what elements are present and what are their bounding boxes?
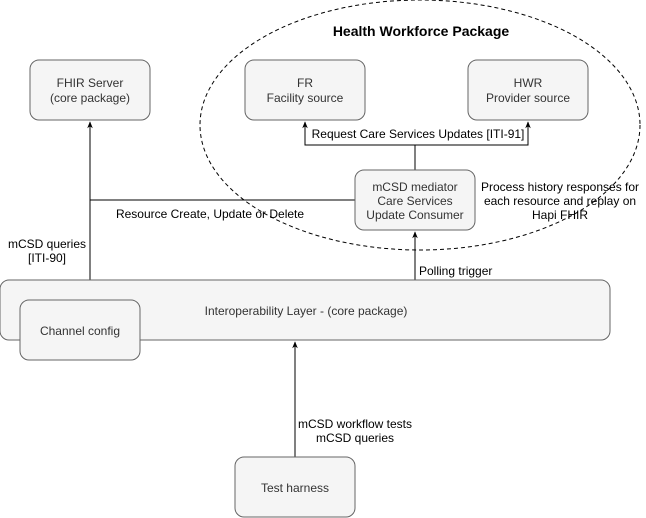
resource-cud-text: Resource Create, Update or Delete [116,207,304,221]
workflow-tests-line1: mCSD workflow tests [298,417,412,431]
process-history-line2: each resource and replay on [484,194,636,208]
edge-label-polling-trigger: Polling trigger [419,264,492,278]
channel-config-label: Channel config [40,324,120,338]
fhir-server-label-line2: (core package) [50,91,130,105]
node-channel-config: Channel config [19,299,141,361]
fhir-server-label-line1: FHIR Server [57,76,124,90]
mcsd-queries-line1: mCSD queries [8,237,86,251]
mediator-label-line1: mCSD mediator [372,180,457,194]
node-mcsd-mediator: mCSD mediator Care Services Update Consu… [354,169,476,231]
hwr-label-line1: HWR [514,76,543,90]
workflow-tests-line2: mCSD queries [316,431,394,445]
polling-trigger-text: Polling trigger [419,264,492,278]
process-history-line1: Process history responses for [481,180,639,194]
edge-mediator-to-hwr [415,121,531,146]
edge-label-process-history: Process history responses for each resou… [481,180,639,222]
fr-label-line2: Facility source [267,91,344,105]
node-fr: FR Facility source [244,59,366,121]
fr-label-line1: FR [297,76,313,90]
request-updates-text: Request Care Services Updates [ITI-91] [312,127,525,141]
edge-label-resource-cud: Resource Create, Update or Delete [116,207,304,221]
node-hwr: HWR Provider source [467,59,589,121]
hwr-label-line2: Provider source [486,91,570,105]
node-fhir-server: FHIR Server (core package) [29,59,151,121]
mediator-label-line3: Update Consumer [366,208,463,222]
edge-label-workflow-tests: mCSD workflow tests mCSD queries [297,415,415,445]
edge-label-mcsd-queries: mCSD queries [ITI-90] [5,236,89,266]
connectors [87,121,531,457]
test-harness-label: Test harness [261,481,329,495]
interop-layer-label: Interoperability Layer - (core package) [205,304,408,318]
node-interop-layer: Interoperability Layer - (core package) [0,279,611,341]
mcsd-queries-line2: [ITI-90] [28,251,66,265]
mediator-label-line2: Care Services [377,194,452,208]
process-history-line3: Hapi FHIR [532,208,588,222]
edge-mediator-to-fr [302,121,416,170]
edge-label-request-updates: Request Care Services Updates [ITI-91] [310,126,525,141]
group-title: Health Workforce Package [333,23,510,39]
health-workforce-group [199,0,641,251]
node-test-harness: Test harness [234,456,356,518]
